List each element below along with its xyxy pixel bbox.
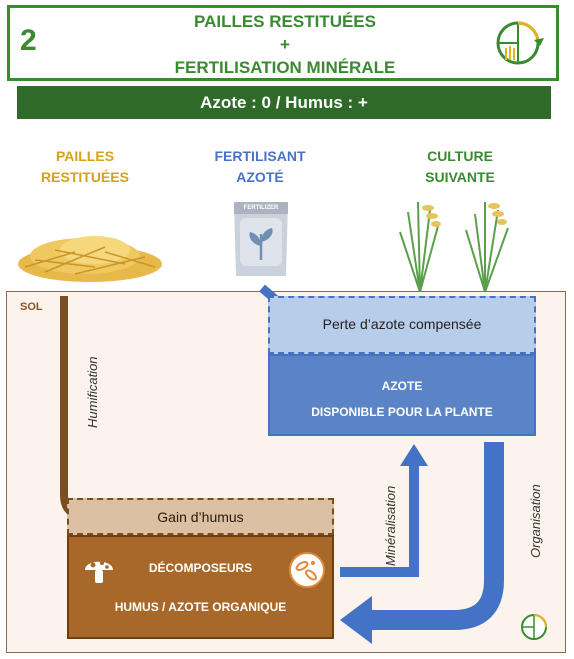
available-nitrogen-line1: AZOTE — [381, 379, 423, 393]
label-fertilisant-line1: FERTILISANT — [214, 148, 306, 164]
nitrogen-loss-box — [268, 296, 536, 354]
title-plus: + — [280, 35, 290, 54]
nitrogen-loss-label: Perte d’azote compensée — [322, 316, 482, 332]
mineralisation-label: Minéralisation — [383, 485, 398, 566]
label-culture-line2: SUIVANTE — [425, 169, 495, 185]
available-nitrogen-box — [268, 354, 536, 436]
fertilizer-bag-icon — [234, 202, 288, 276]
mushroom-icon — [85, 561, 113, 583]
decomposers-title: DÉCOMPOSEURS — [148, 561, 253, 575]
humus-gain-label: Gain d’humus — [157, 509, 244, 525]
rice-plants-icon — [399, 201, 509, 309]
available-nitrogen-label: AZOTE DISPONIBLE POUR LA PLANTE — [268, 373, 536, 425]
fertilizer-bag-label: FERTILIZER — [243, 205, 279, 211]
header-box — [7, 5, 559, 81]
label-culture-line1: CULTURE — [427, 148, 493, 164]
scenario-number: 2 — [20, 24, 37, 57]
corner-logo-icon — [521, 614, 547, 640]
label-pailles-line2: RESTITUÉES — [41, 169, 129, 185]
label-pailles: PAILLES RESTITUÉES — [25, 146, 145, 188]
label-pailles-line1: PAILLES — [55, 148, 115, 164]
page-title: PAILLES RESTITUÉES + FERTILISATION MINÉR… — [120, 10, 450, 79]
decomposers-box — [67, 535, 334, 639]
bacteria-icon — [289, 552, 325, 588]
label-fertilisant-line2: AZOTÉ — [236, 169, 284, 185]
humus-gain-box — [67, 498, 334, 535]
decomposers-subtitle: HUMUS / AZOTE ORGANIQUE — [114, 600, 287, 614]
cycle-logo-icon — [496, 21, 544, 65]
soil-label: SOL — [20, 301, 43, 313]
title-line1: PAILLES RESTITUÉES — [194, 12, 376, 31]
humification-label: Humification — [85, 356, 100, 428]
available-nitrogen-line2: DISPONIBLE POUR LA PLANTE — [311, 405, 493, 419]
straw-pile-icon — [18, 236, 162, 282]
label-fertilisant: FERTILISANT AZOTÉ — [200, 146, 320, 188]
balance-banner: Azote : 0 / Humus : + — [17, 86, 551, 119]
label-culture: CULTURE SUIVANTE — [400, 146, 520, 188]
title-line2: FERTILISATION MINÉRALE — [174, 58, 396, 77]
organisation-label: Organisation — [528, 484, 543, 558]
